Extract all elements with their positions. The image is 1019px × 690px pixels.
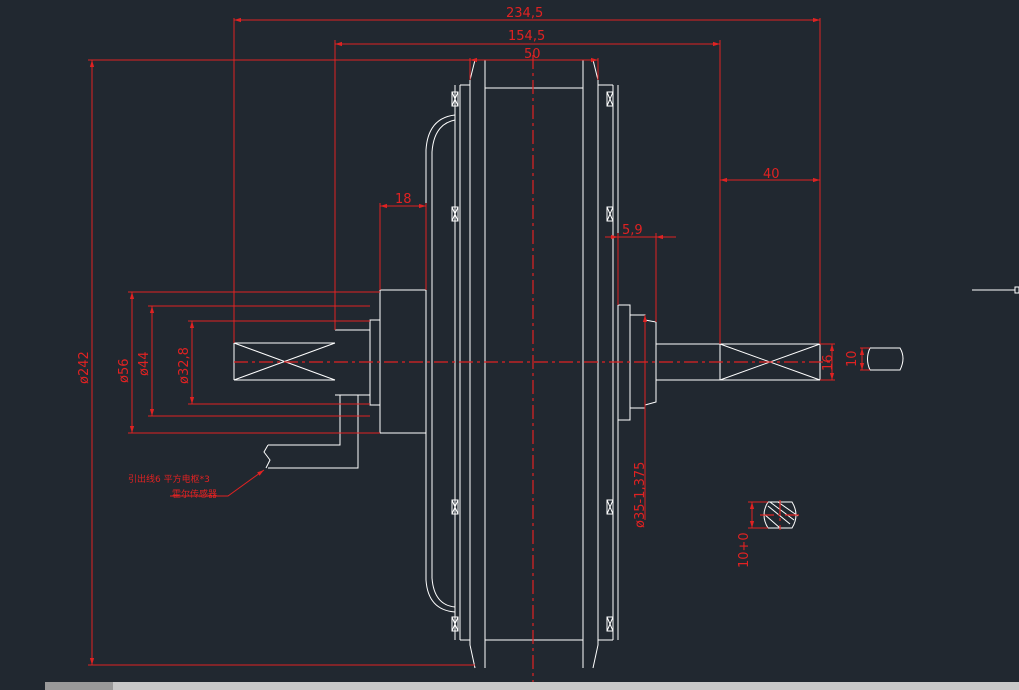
dim-hub-width: 154,5 <box>508 29 545 44</box>
centerlines <box>234 55 830 685</box>
bolt-marks <box>451 91 614 632</box>
dim-center-width: 50 <box>524 47 541 62</box>
dim-diameter-32-8: ø32,8 <box>177 347 192 384</box>
status-bar-tab[interactable] <box>45 682 113 690</box>
dim-diameter-35: ø35-1,375 <box>633 462 648 528</box>
dimension-lines <box>88 17 870 666</box>
dim-diameter-242: ø242 <box>77 351 92 384</box>
cable-note-armature: 引出线6 平方电枢*3 <box>128 473 210 485</box>
hub-motor-outline <box>233 59 1019 669</box>
dim-flat-16: 16 <box>821 354 836 371</box>
dim-flange-offset: 18 <box>395 192 412 207</box>
dim-bearing-width: 5,9 <box>622 223 643 238</box>
dim-overall-length: 234,5 <box>506 6 543 21</box>
cable-note-hall-sensor: 霍尔传感器 <box>172 488 217 500</box>
dim-diameter-44: ø44 <box>137 352 152 377</box>
dim-section-flat: 10+0 <box>737 532 752 568</box>
status-bar <box>45 682 1019 690</box>
dim-flat-10: 10 <box>845 350 860 367</box>
dim-shaft-right-length: 40 <box>763 167 780 182</box>
dim-diameter-56: ø56 <box>117 359 132 384</box>
